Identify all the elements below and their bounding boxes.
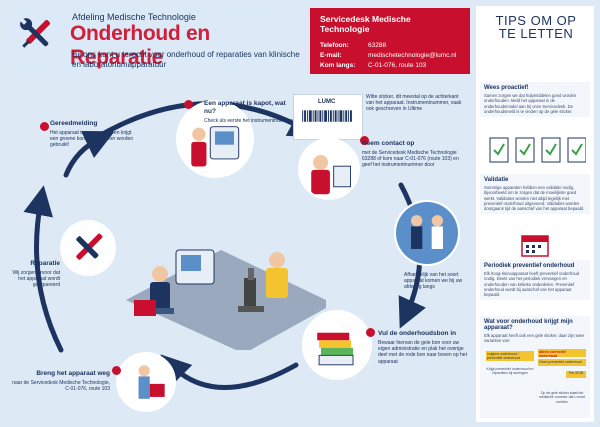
step-ready: Gereedmelding Het apparaat is gerepareer… — [50, 120, 140, 149]
department-label: Afdeling Medische Technologie — [72, 12, 196, 22]
maintenance-form-illustration — [304, 312, 370, 378]
repair-workshop-illustration — [126, 249, 326, 350]
step-contact-text: met de Servicedesk Medische Technologie … — [362, 150, 459, 169]
sticker-corrective: alleen correctief onderhoud — [538, 348, 586, 358]
pickup-circle — [394, 200, 460, 266]
step-broken-title: Een apparaat is kapot, wat nu? — [204, 100, 286, 115]
header-panel: Afdeling Medische Technologie Onderhoud … — [6, 6, 300, 74]
tips-title: TIPS OM OP TE LETTEN — [495, 13, 577, 41]
step-repair-title: Reparatie — [30, 260, 60, 267]
calendar-icon — [521, 235, 549, 257]
tip-proactive-title: Wees proactief! — [484, 85, 529, 91]
step-form-text: Bewaar hiervan de gele bon voor uw eigen… — [378, 340, 467, 365]
tip-validation-text: Sommige apparaten hebben een validatie n… — [484, 185, 585, 212]
arrow-bottom — [160, 354, 299, 390]
delivery-illustration — [118, 354, 174, 410]
step-bring: Breng het apparaat weg naar de Servicede… — [6, 370, 110, 392]
step-pickup: Afhankelijk van het soort apparaat komen… — [404, 272, 470, 291]
sticker-variants: volgens onderhoud / preventief onderhoud… — [484, 347, 586, 417]
step-repair-text: Wij zorgen ervoor dat het apparaat wordt… — [12, 270, 60, 289]
tip-periodic-text: Elk hoog-risicoapparaat heeft preventief… — [484, 271, 580, 298]
instrument-sticker: LUMC — [293, 94, 363, 140]
form-circle — [302, 310, 372, 380]
arrow-left-lower — [23, 185, 64, 353]
visit-value: C-01-076, route 103 — [368, 62, 427, 69]
tip-type-text: Elk apparaat heeft ook een gele sticker,… — [484, 333, 585, 344]
step-marker-ready — [40, 122, 49, 131]
tip-card-validation: Validatie Sommige apparaten hebben een v… — [480, 174, 590, 215]
step-sticker-text: Witte sticker, dit meestal op de achterk… — [366, 94, 462, 113]
tip-card-maintenance-type: Wat voor onderhoud krijgt mijn apparaat?… — [480, 316, 590, 418]
step-marker-broken — [184, 100, 193, 109]
broken-device-circle — [176, 100, 254, 178]
phone-call-illustration — [300, 140, 358, 198]
step-marker-contact — [360, 136, 369, 145]
phone-value[interactable]: 63288 — [368, 42, 387, 49]
servicedesk-panel: Servicedesk Medische Technologie Telefoo… — [310, 8, 470, 74]
step-ready-title: Gereedmelding — [50, 120, 98, 127]
wrench-screwdriver-icon — [19, 17, 51, 48]
step-repair: Reparatie Wij zorgen ervoor dat het appa… — [6, 260, 60, 289]
arrow-left-upper — [63, 130, 115, 178]
tools-illustration — [62, 222, 114, 274]
sticker-preventive: volgens onderhoud / preventief onderhoud — [486, 350, 534, 361]
step-contact-title: Neem contact op — [362, 140, 415, 147]
process-diagram: Een apparaat is kapot, wat nu? Check als… — [6, 80, 470, 422]
servicedesk-title: Servicedesk Medische Technologie — [320, 14, 411, 34]
step-marker-form — [366, 328, 375, 337]
servicedesk-visit-row: Kom langs: C-01-076, route 103 — [320, 61, 460, 71]
step-sticker: Witte sticker, dit meestal op de achterk… — [366, 94, 466, 113]
sticker-no-preventive: Geen preventief onderhoud — [538, 358, 586, 366]
email-value[interactable]: medischetechnologie@lumc.nl — [368, 52, 457, 59]
bring-circle — [116, 352, 176, 412]
step-bring-text: naar de Servicedesk Medische Technologie… — [12, 380, 110, 393]
step-form-title: Vul de onderhoudsbon in — [378, 330, 457, 337]
page-subtitle: Bij ons kunt u terecht voor onderhoud of… — [72, 50, 300, 69]
sticker-year-label: Per 2018 — [566, 370, 586, 378]
tip-card-periodic: Periodiek preventief onderhoud Elk hoog-… — [480, 260, 590, 301]
step-marker-bring — [112, 366, 121, 375]
tip-periodic-title: Periodiek preventief onderhoud — [484, 263, 575, 269]
sticker-preventive-desc: Krijgt preventief onderhoud en reparatie… — [486, 366, 534, 376]
step-broken-text: Check als eerste het instrumentnummer — [204, 118, 293, 124]
step-form: Vul de onderhoudsbon in Bewaar hiervan d… — [378, 330, 468, 365]
visit-label: Kom langs: — [320, 62, 356, 69]
handshake-illustration — [396, 202, 458, 264]
step-pickup-text: Afhankelijk van het soort apparaat komen… — [404, 272, 463, 291]
step-broken: Een apparaat is kapot, wat nu? Check als… — [204, 100, 294, 124]
servicedesk-phone-row: Telefoon: 63288 — [320, 41, 460, 51]
broken-device-illustration — [178, 102, 252, 176]
sticker-note: Op de gele sticker staat het medische nu… — [538, 390, 586, 404]
servicedesk-email-row: E-mail: medischetechnologie@lumc.nl — [320, 51, 460, 61]
contact-circle — [298, 138, 360, 200]
email-label: E-mail: — [320, 52, 342, 59]
tip-type-title: Wat voor onderhoud krijgt mijn apparaat? — [484, 319, 573, 331]
repair-circle — [60, 220, 116, 276]
phone-label: Telefoon: — [320, 42, 349, 49]
tip-proactive-text: Samen zorgen we dat hulpmiddelen goed wo… — [484, 93, 577, 114]
step-bring-title: Breng het apparaat weg — [36, 370, 110, 377]
tips-sidebar: TIPS OM OP TE LETTEN Wees proactief! Sam… — [476, 6, 594, 422]
checklist-illustration — [489, 137, 586, 163]
step-contact: Neem contact op met de Servicedesk Medis… — [362, 140, 462, 169]
step-ready-text: Het apparaat is gerepareerd en krijgt ee… — [50, 130, 134, 149]
tip-validation-title: Validatie — [484, 177, 509, 183]
sticker-label: LUMC — [318, 99, 336, 105]
tip-card-proactive: Wees proactief! Samen zorgen we dat hulp… — [480, 82, 590, 118]
page-title: Onderhoud en Reparatie — [70, 22, 210, 69]
